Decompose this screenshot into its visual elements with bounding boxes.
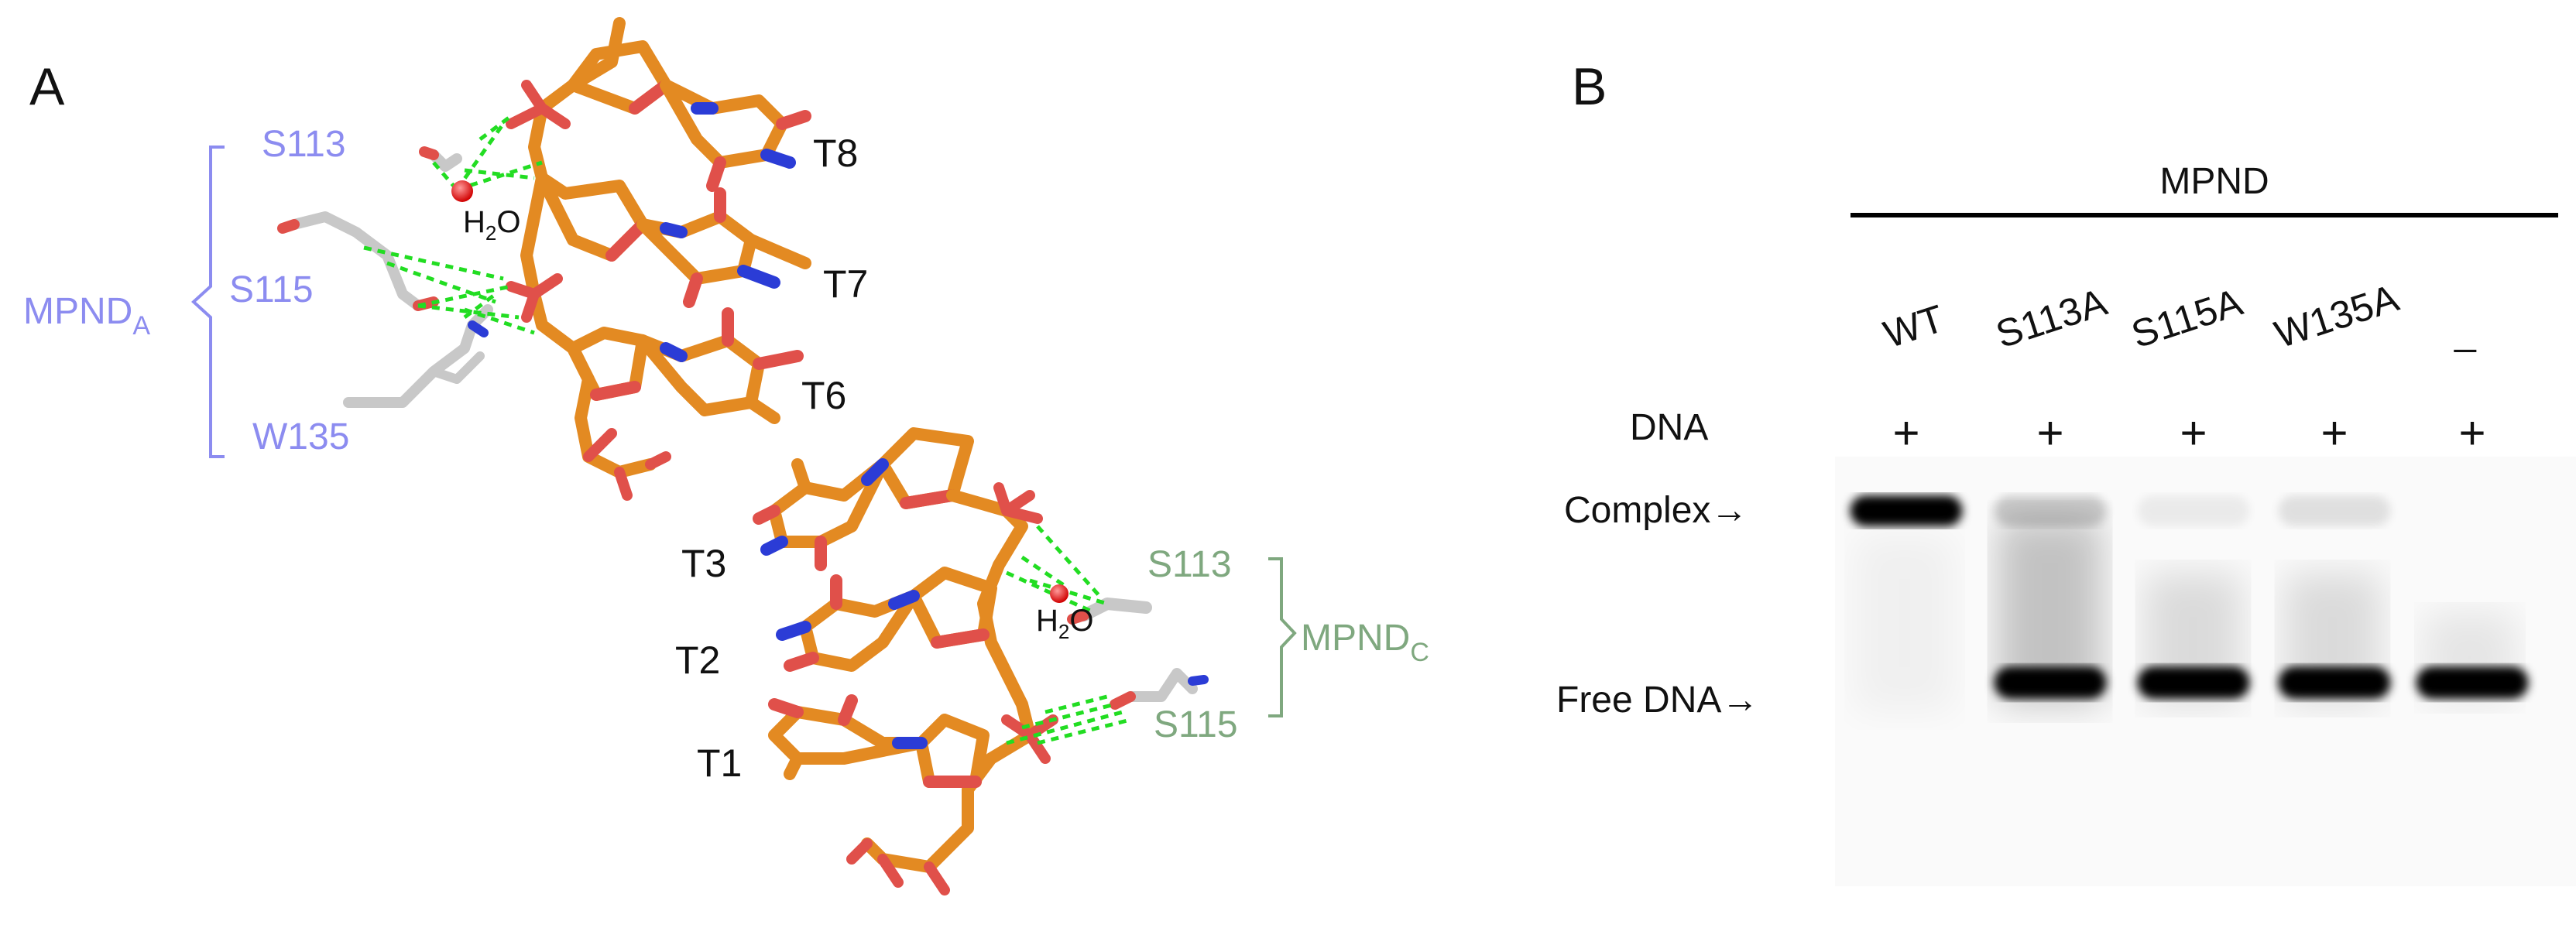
lane-label-none: _ bbox=[2454, 310, 2477, 353]
protein-header: MPND bbox=[2159, 161, 2269, 202]
dna-mark-lane-3: + bbox=[2180, 407, 2207, 459]
mpnd-a-protein-sticks bbox=[277, 146, 493, 408]
nucleotide-label-t7: T7 bbox=[823, 262, 868, 306]
water-label-upper: H2O bbox=[463, 205, 520, 245]
mpnd-c-residue-s113: S113 bbox=[1147, 544, 1232, 585]
lane-label-s115a: S115A bbox=[2126, 280, 2248, 357]
complex-band-lane-4 bbox=[2278, 495, 2391, 526]
panel-b: B MPND WT S113A S115A W135A _ DNA + + + … bbox=[1556, 57, 2576, 886]
mpnd-c-group: S113 S115 MPNDC bbox=[1147, 544, 1429, 745]
upper-dna-strand bbox=[506, 17, 811, 501]
complex-label: Complex→ bbox=[1564, 490, 1748, 531]
complex-bands bbox=[1850, 495, 2391, 526]
mpnd-c-bracket bbox=[1268, 557, 1297, 717]
mpnd-a-label: MPNDA bbox=[23, 291, 150, 341]
mpnd-c-subscript: C bbox=[1410, 638, 1429, 667]
free-band-lane-5 bbox=[2416, 666, 2529, 699]
nucleotide-label-t2: T2 bbox=[675, 639, 720, 682]
panel-b-letter: B bbox=[1572, 57, 1607, 116]
mpnd-a-subscript: A bbox=[132, 311, 150, 341]
complex-band-lane-1 bbox=[1850, 495, 1963, 526]
nucleotide-label-t3: T3 bbox=[681, 542, 726, 585]
lane-label-w135a: W135A bbox=[2269, 276, 2404, 356]
lower-dna-strand bbox=[753, 427, 1058, 895]
mpnd-a-residue-w135: W135 bbox=[252, 416, 349, 457]
free-band-lane-4 bbox=[2278, 666, 2391, 699]
mpnd-a-bracket bbox=[191, 146, 225, 458]
mpnd-a-residue-s115: S115 bbox=[229, 269, 314, 310]
water-molecule-upper: H2O bbox=[451, 180, 520, 245]
free-band-lane-2 bbox=[1994, 666, 2107, 699]
free-band-lane-3 bbox=[2137, 666, 2250, 699]
water-label-lower: H2O bbox=[1036, 604, 1093, 643]
emsa-gel bbox=[1835, 457, 2576, 886]
complex-band-lane-3 bbox=[2137, 495, 2250, 526]
free-dna-bands bbox=[1994, 666, 2529, 699]
nucleotide-label-t6: T6 bbox=[801, 374, 846, 417]
dna-mark-lane-5: + bbox=[2458, 407, 2485, 459]
mpnd-a-residue-s113: S113 bbox=[262, 124, 346, 165]
panel-a: A MPNDA S113 S115 W135 bbox=[23, 17, 1429, 895]
lane-label-wt: WT bbox=[1878, 296, 1949, 356]
mpnd-c-prefix: MPND bbox=[1301, 618, 1410, 659]
mpnd-a-group: MPNDA S113 S115 W135 bbox=[23, 124, 349, 458]
dna-mark-lane-4: + bbox=[2320, 407, 2348, 459]
mpnd-a-hbonds bbox=[363, 115, 543, 335]
mpnd-c-label: MPNDC bbox=[1301, 618, 1429, 667]
dna-mark-lane-1: + bbox=[1892, 407, 1919, 459]
water-molecule-lower: H2O bbox=[1036, 584, 1093, 643]
lane-label-s113a: S113A bbox=[1991, 280, 2112, 357]
nucleotide-label-t8: T8 bbox=[813, 132, 858, 175]
free-dna-label: Free DNA→ bbox=[1556, 680, 1758, 721]
dna-row-label: DNA bbox=[1630, 407, 1708, 448]
complex-band-lane-2 bbox=[1994, 495, 2107, 526]
mpnd-c-protein-sticks bbox=[1067, 598, 1209, 710]
panel-a-letter: A bbox=[29, 57, 65, 116]
dna-mark-lane-2: + bbox=[2036, 407, 2063, 459]
mpnd-c-hbonds bbox=[1005, 525, 1131, 745]
mpnd-a-prefix: MPND bbox=[23, 291, 132, 332]
nucleotide-label-t1: T1 bbox=[697, 741, 742, 785]
mpnd-c-residue-s115: S115 bbox=[1154, 704, 1238, 745]
